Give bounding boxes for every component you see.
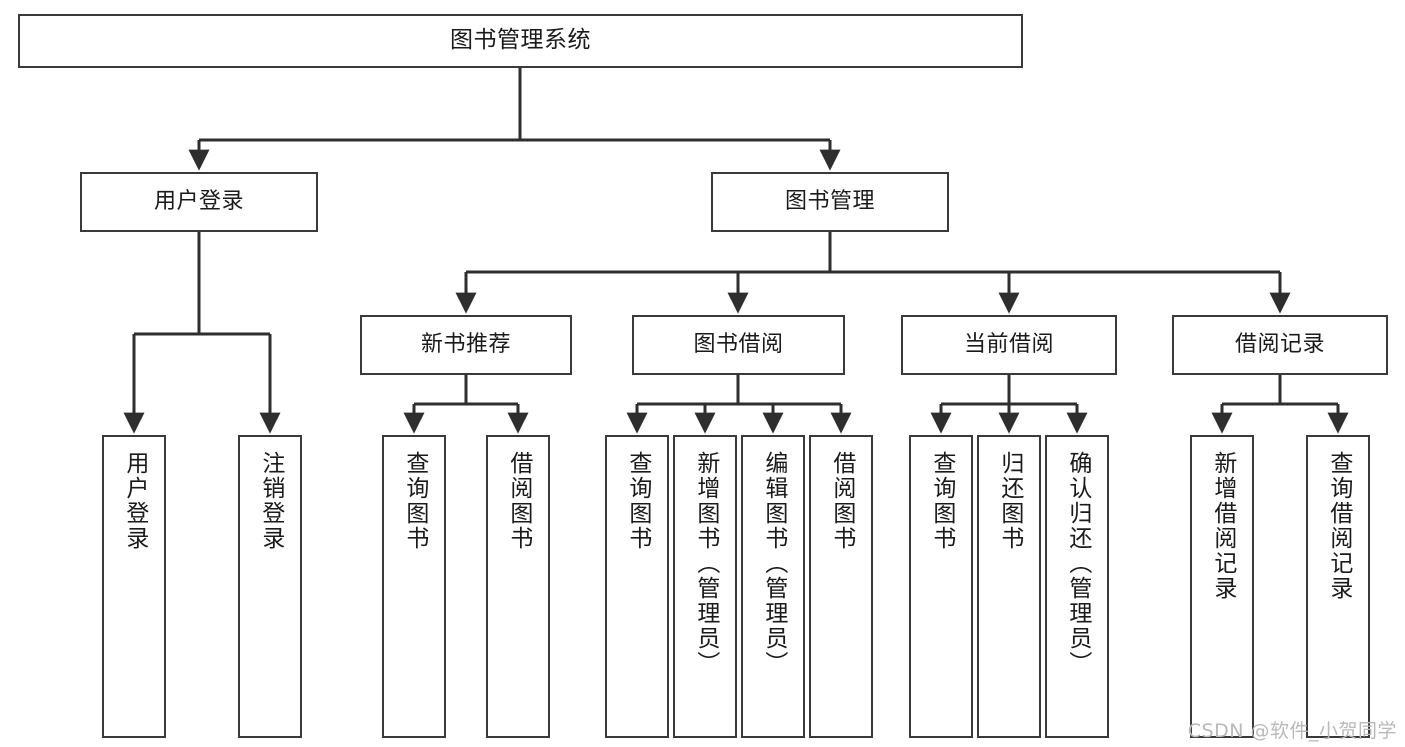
node-label: 借阅图书	[828, 451, 855, 551]
node-label: 图书借阅	[693, 331, 784, 357]
node-label: 新增图书（管理员）	[692, 451, 719, 676]
node-label: 查询图书	[401, 451, 428, 551]
leaf-nb-borrow-book[interactable]: 借阅图书	[486, 435, 550, 738]
node-label: 借阅图书	[505, 451, 532, 551]
node-label: 当前借阅	[963, 331, 1054, 357]
node-label: 图书管理	[784, 188, 875, 214]
node-label: 查询借阅记录	[1325, 451, 1352, 601]
node-label: 用户登录	[121, 451, 148, 551]
leaf-nb-query-book[interactable]: 查询图书	[382, 435, 446, 738]
node-label: 借阅记录	[1234, 331, 1325, 357]
node-label: 编辑图书（管理员）	[760, 451, 787, 676]
node-borrow-record[interactable]: 借阅记录	[1172, 315, 1388, 375]
node-label: 确认归还（管理员）	[1064, 451, 1091, 676]
node-user-login[interactable]: 用户登录	[80, 172, 318, 232]
node-label: 图书管理系统	[450, 27, 591, 54]
leaf-user-login[interactable]: 用户登录	[102, 435, 166, 738]
leaf-br-add-record[interactable]: 新增借阅记录	[1190, 435, 1254, 738]
leaf-cb-return-book[interactable]: 归还图书	[977, 435, 1041, 738]
node-label: 新增借阅记录	[1209, 451, 1236, 601]
leaf-bb-borrow-book[interactable]: 借阅图书	[809, 435, 873, 738]
node-book-borrow[interactable]: 图书借阅	[632, 315, 845, 375]
leaf-cb-confirm-return-admin[interactable]: 确认归还（管理员）	[1045, 435, 1109, 738]
leaf-bb-edit-book-admin[interactable]: 编辑图书（管理员）	[741, 435, 805, 738]
node-root-system[interactable]: 图书管理系统	[18, 14, 1023, 68]
node-label: 查询图书	[928, 451, 955, 551]
node-label: 用户登录	[153, 188, 244, 214]
leaf-br-query-record[interactable]: 查询借阅记录	[1306, 435, 1370, 738]
leaf-logout[interactable]: 注销登录	[238, 435, 302, 738]
node-current-borrow[interactable]: 当前借阅	[901, 315, 1117, 375]
node-label: 新书推荐	[420, 331, 511, 357]
leaf-cb-query-book[interactable]: 查询图书	[909, 435, 973, 738]
node-label: 注销登录	[257, 451, 284, 551]
node-book-management[interactable]: 图书管理	[711, 172, 949, 232]
leaf-bb-query-book[interactable]: 查询图书	[605, 435, 669, 738]
node-new-book-recommend[interactable]: 新书推荐	[360, 315, 572, 375]
leaf-bb-add-book-admin[interactable]: 新增图书（管理员）	[673, 435, 737, 738]
node-label: 查询图书	[624, 451, 651, 551]
node-label: 归还图书	[996, 451, 1023, 551]
watermark-text: CSDN @软件_小贺同学	[1187, 720, 1397, 742]
